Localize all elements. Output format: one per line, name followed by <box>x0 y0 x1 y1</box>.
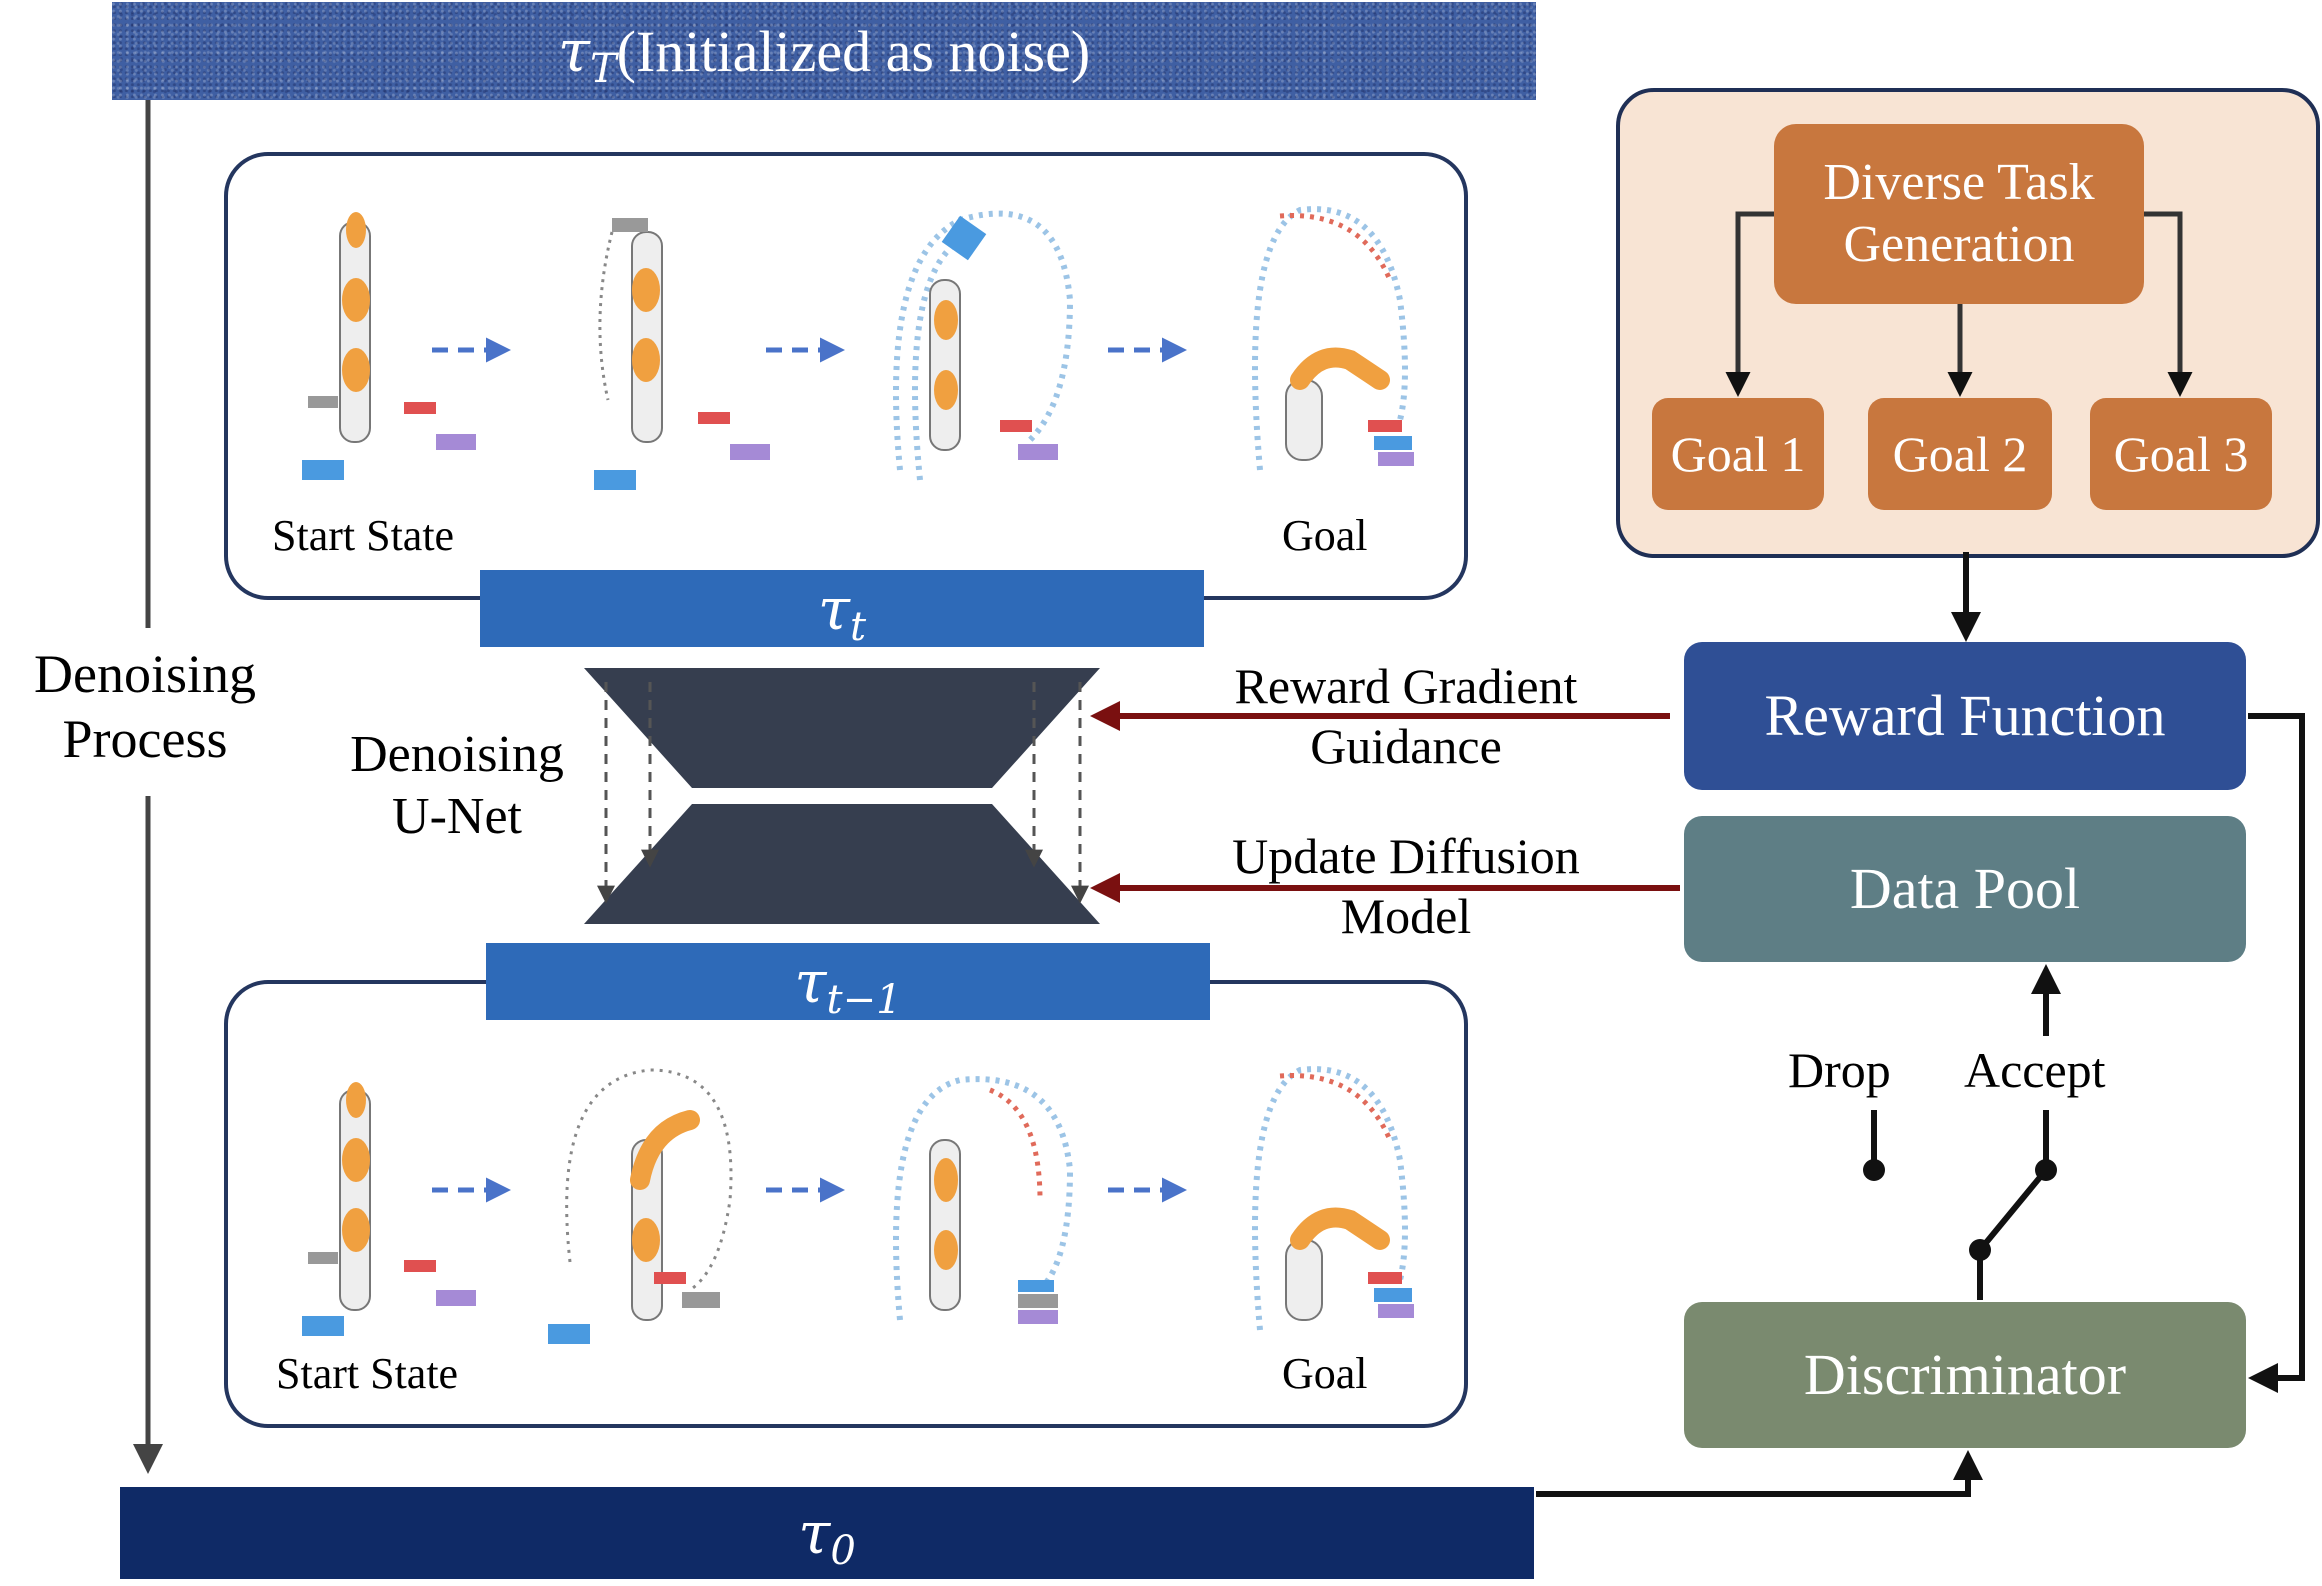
trajectory-panel-top <box>224 152 1468 600</box>
update-diffusion-model-label: Update Diffusion Model <box>1232 828 1580 944</box>
tau-subscript: 0 <box>830 1528 856 1574</box>
diverse-task-generation-box: Diverse Task Generation <box>1774 124 2144 304</box>
reward-function-box: Reward Function <box>1684 642 2246 790</box>
noise-bar-text: (Initialized as noise) <box>616 18 1091 84</box>
connector-goal-1 <box>1725 211 1774 397</box>
denoising-process-label: Denoising Process <box>34 644 256 769</box>
robot-frame-top-4 <box>1252 206 1414 471</box>
connector-goal-3 <box>2144 211 2193 397</box>
tau-symbol: τ <box>557 17 590 85</box>
start-state-label-top: Start State <box>272 511 455 560</box>
goal-label-bottom: Goal <box>1282 1349 1368 1398</box>
goal-1-box: Goal 1 <box>1652 398 1824 510</box>
tau0-to-discriminator-arrow <box>1536 1450 1983 1497</box>
accept-terminal <box>2035 1159 2057 1181</box>
accept-label: Accept <box>1964 1042 2106 1098</box>
unet-decoder-shape <box>584 804 1100 924</box>
discriminator-box: Discriminator <box>1684 1302 2246 1448</box>
switch-pivot <box>1969 1239 1991 1261</box>
goal-3-box: Goal 3 <box>2090 398 2272 510</box>
tau-subscript: t−1 <box>826 976 902 1023</box>
tau-subscript: t <box>850 603 867 650</box>
data-pool-box: Data Pool <box>1684 816 2246 962</box>
robot-frame-bottom-2 <box>548 1068 733 1344</box>
robot-frame-top-1 <box>302 212 476 480</box>
tau-subscript: T <box>589 46 617 92</box>
robot-frame-bottom-1 <box>302 1082 476 1336</box>
drop-terminal <box>1863 1159 1885 1181</box>
start-state-label-bottom: Start State <box>276 1349 459 1398</box>
reward-to-discriminator-arrow <box>2248 713 2305 1393</box>
unet-encoder-shape <box>584 668 1100 788</box>
robot-frame-bottom-4 <box>1252 1066 1414 1331</box>
tau-symbol: τ <box>798 1499 831 1567</box>
denoising-unet-label: Denoising U-Net <box>350 726 564 846</box>
trajectory-panel-bottom <box>224 980 1468 1428</box>
tau-symbol: τ <box>817 574 850 643</box>
robot-frame-top-3 <box>893 210 1074 481</box>
reward-gradient-guidance-label: Reward Gradient Guidance <box>1234 658 1578 774</box>
goal-2-box: Goal 2 <box>1868 398 2052 510</box>
switch-arm <box>1977 1168 2049 1252</box>
goal-label-top: Goal <box>1282 511 1368 560</box>
drop-label: Drop <box>1788 1042 1891 1098</box>
robot-frame-top-2 <box>594 218 770 490</box>
tau-symbol: τ <box>794 947 827 1016</box>
robot-frame-bottom-3 <box>893 1076 1074 1324</box>
